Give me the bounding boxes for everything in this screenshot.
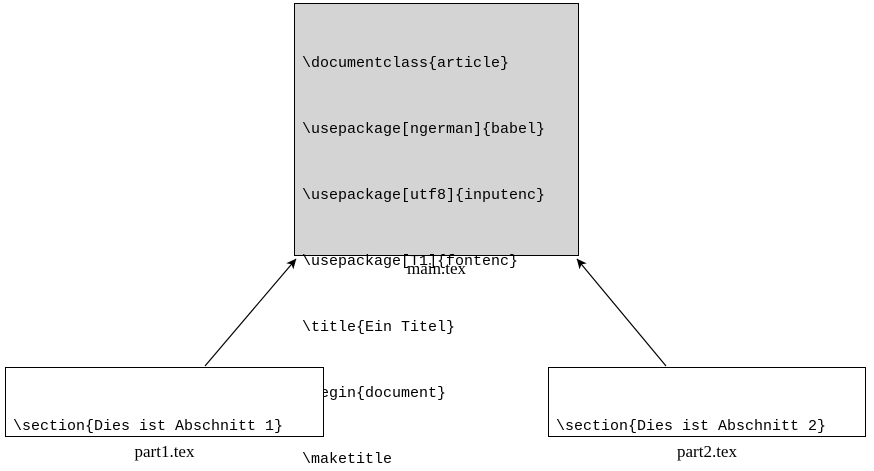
part2-tex-box: \section{Dies ist Abschnitt 2} Hier ein … <box>548 367 866 437</box>
code-line: \begin{document} <box>302 385 447 402</box>
part1-tex-caption: part1.tex <box>134 442 195 461</box>
code-line: \usepackage[utf8]{inputenc} <box>302 187 546 204</box>
code-line: \usepackage[T1]{fontenc} <box>302 253 519 270</box>
part1-tex-box: \section{Dies ist Abschnitt 1} Hier ein … <box>5 367 324 437</box>
main-tex-caption: main.tex <box>406 259 466 278</box>
main-tex-box: \documentclass{article} \usepackage[nger… <box>294 3 579 468</box>
code-line: \section{Dies ist Abschnitt 2} <box>556 418 827 435</box>
code-line: \usepackage[ngerman]{babel} <box>302 121 546 138</box>
arrow-part2-to-main <box>576 258 667 367</box>
part2-tex-caption: part2.tex <box>677 442 737 461</box>
code-line: \documentclass{article} <box>302 55 510 72</box>
code-line: \title{Ein Titel} <box>302 319 456 336</box>
code-line: \section{Dies ist Abschnitt 1} <box>13 418 284 435</box>
arrow-part1-to-main <box>204 258 297 367</box>
code-line: \maketitle <box>302 451 393 468</box>
